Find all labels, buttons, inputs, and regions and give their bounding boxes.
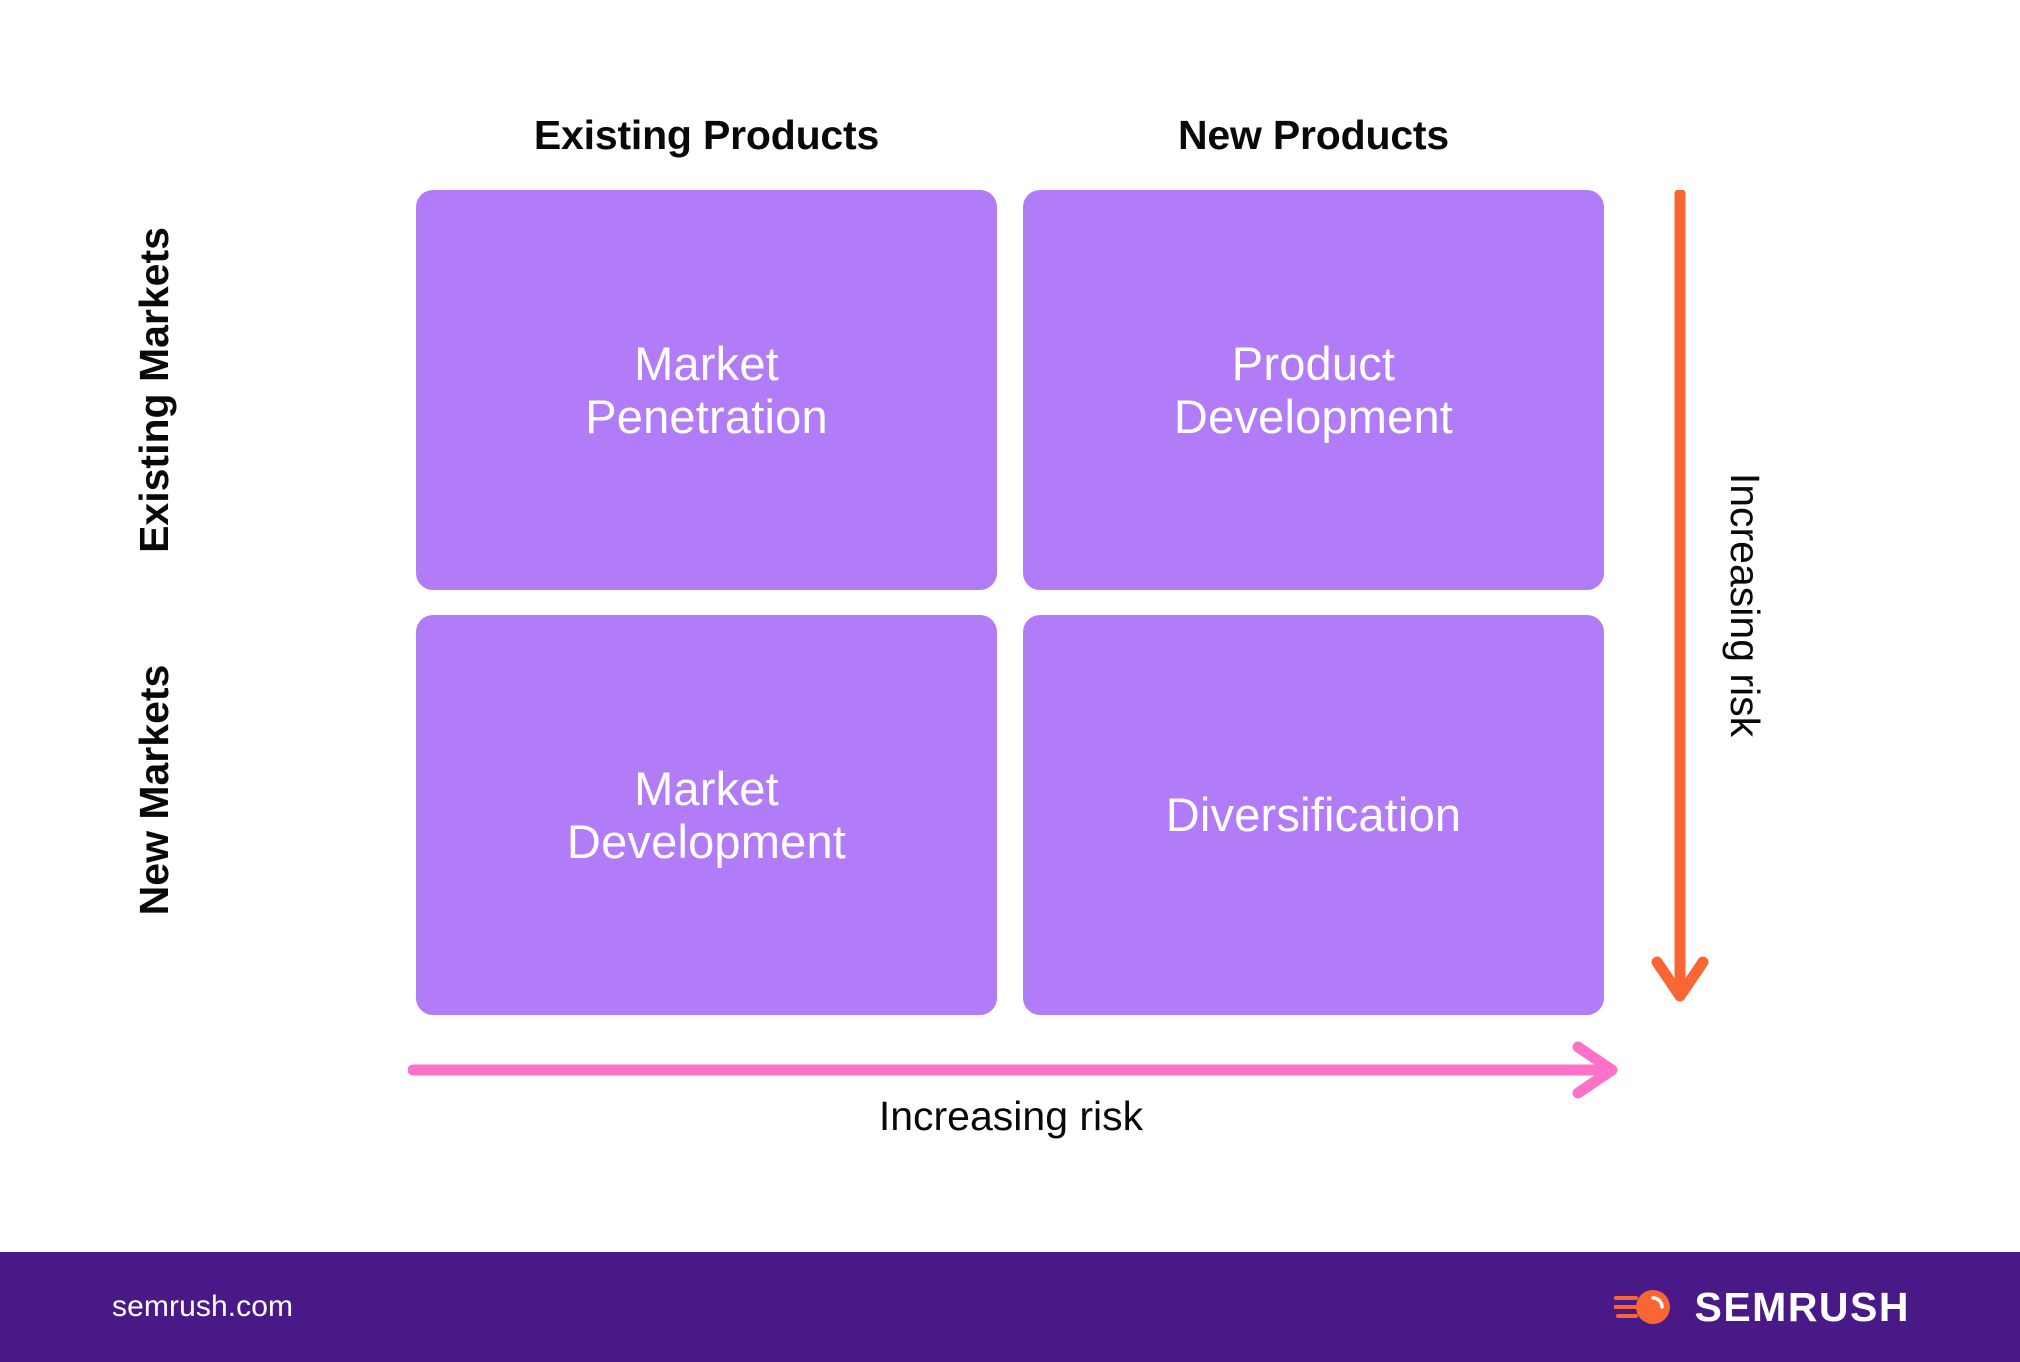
vertical-risk-arrow-caption: Increasing risk [1722, 472, 1768, 738]
vertical-risk-arrow-icon [1651, 190, 1709, 1002]
horizontal-risk-arrow-caption: Increasing risk [878, 1093, 1144, 1139]
column-header-new-products: New Products [1178, 112, 1449, 158]
row-header-existing-markets: Existing Markets [131, 227, 177, 553]
row-header-new-markets: New Markets [131, 664, 177, 916]
semrush-comet-icon [1614, 1290, 1671, 1324]
column-header-existing-products: Existing Products [533, 112, 880, 158]
footer-bar: semrush.com SEMRUSH [0, 1252, 2020, 1362]
semrush-logo[interactable]: SEMRUSH [1614, 1284, 1910, 1331]
horizontal-risk-arrow-icon [408, 1041, 1618, 1099]
quadrant-diversification[interactable]: Diversification [1023, 615, 1604, 1015]
semrush-wordmark: SEMRUSH [1694, 1283, 1910, 1330]
footer-url[interactable]: semrush.com [112, 1290, 294, 1323]
